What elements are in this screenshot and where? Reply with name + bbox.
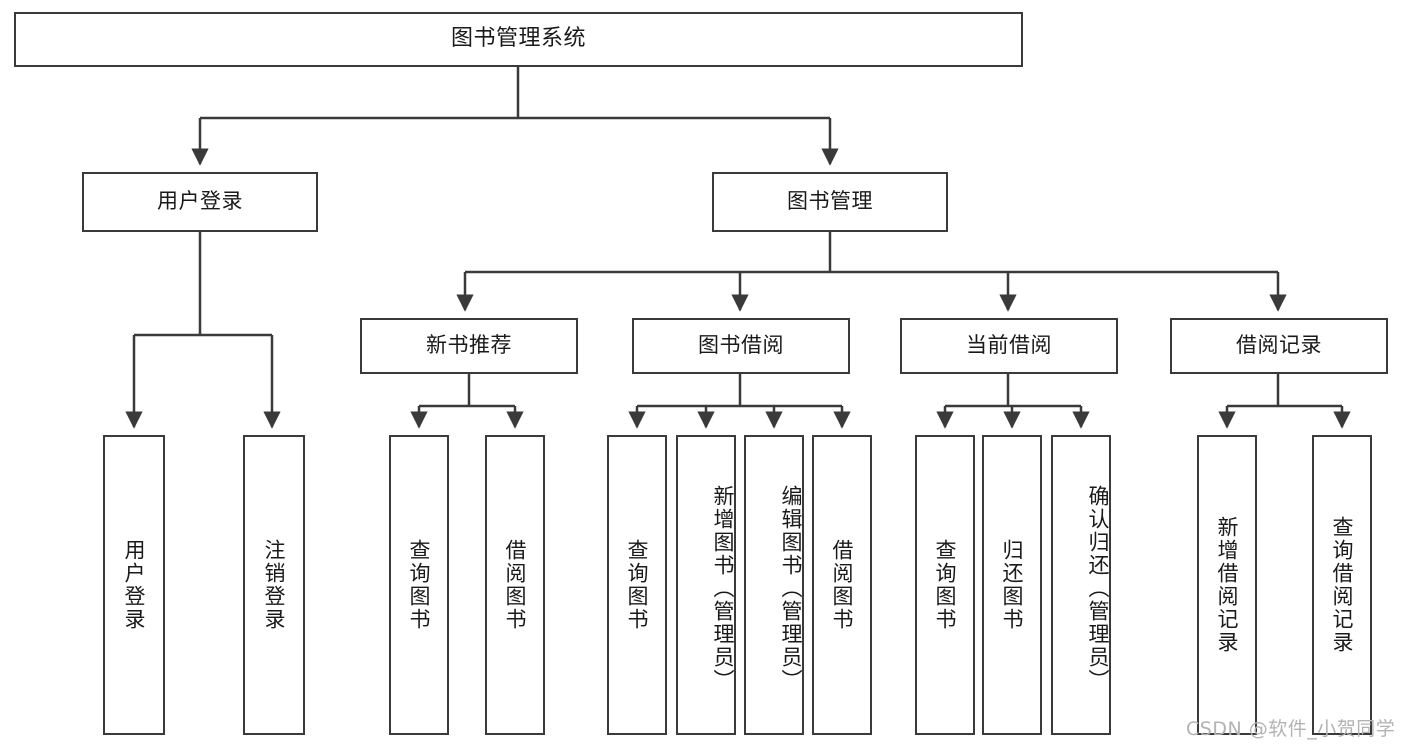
node-user-login[interactable]: 用户登录 bbox=[82, 172, 318, 232]
leaf-current-query-book[interactable]: 查询图书 bbox=[915, 435, 975, 735]
node-label: 查询图书 bbox=[407, 539, 432, 631]
node-label: 当前借阅 bbox=[966, 333, 1052, 358]
node-label: 新书推荐 bbox=[426, 333, 512, 358]
node-label: 注销登录 bbox=[262, 539, 287, 631]
node-label: 用户登录 bbox=[122, 539, 147, 631]
node-label: 借阅图书 bbox=[503, 539, 528, 631]
leaf-current-return-book[interactable]: 归还图书 bbox=[982, 435, 1042, 735]
node-label: 查询图书 bbox=[933, 539, 958, 631]
leaf-new-book-borrow[interactable]: 借阅图书 bbox=[485, 435, 545, 735]
leaf-borrow-borrow-book[interactable]: 借阅图书 bbox=[812, 435, 872, 735]
node-label: 查询借阅记录 bbox=[1330, 516, 1355, 654]
node-new-book-recommend[interactable]: 新书推荐 bbox=[360, 318, 578, 374]
node-label: 编辑图书（管理员） bbox=[779, 484, 803, 692]
node-current-borrow[interactable]: 当前借阅 bbox=[900, 318, 1118, 374]
leaf-current-confirm-return-admin[interactable]: 确认归还（管理员） bbox=[1051, 435, 1111, 735]
node-label: 新增借阅记录 bbox=[1215, 516, 1240, 654]
node-label: 确认归还（管理员） bbox=[1086, 484, 1110, 692]
node-label: 图书管理系统 bbox=[450, 26, 586, 52]
node-label: 图书借阅 bbox=[698, 333, 784, 358]
node-label: 归还图书 bbox=[1000, 539, 1025, 631]
node-book-borrow[interactable]: 图书借阅 bbox=[632, 318, 850, 374]
leaf-record-add-borrow-record[interactable]: 新增借阅记录 bbox=[1197, 435, 1257, 735]
node-label: 借阅记录 bbox=[1236, 333, 1322, 358]
leaf-borrow-edit-book-admin[interactable]: 编辑图书（管理员） bbox=[744, 435, 804, 735]
leaf-record-query-borrow-record[interactable]: 查询借阅记录 bbox=[1312, 435, 1372, 735]
node-root-book-management-system[interactable]: 图书管理系统 bbox=[14, 12, 1023, 67]
leaf-user-login-login[interactable]: 用户登录 bbox=[103, 435, 165, 735]
node-label: 用户登录 bbox=[157, 189, 243, 214]
node-label: 查询图书 bbox=[625, 539, 650, 631]
node-label: 图书管理 bbox=[787, 189, 873, 214]
watermark-text: CSDN @软件_小贺同学 bbox=[1186, 718, 1396, 740]
leaf-new-book-query[interactable]: 查询图书 bbox=[389, 435, 449, 735]
leaf-borrow-add-book-admin[interactable]: 新增图书（管理员） bbox=[676, 435, 736, 735]
node-borrow-record[interactable]: 借阅记录 bbox=[1170, 318, 1388, 374]
leaf-user-login-logout[interactable]: 注销登录 bbox=[243, 435, 305, 735]
node-book-management[interactable]: 图书管理 bbox=[712, 172, 948, 232]
node-label: 新增图书（管理员） bbox=[711, 484, 735, 692]
leaf-borrow-query-book[interactable]: 查询图书 bbox=[607, 435, 667, 735]
node-label: 借阅图书 bbox=[830, 539, 855, 631]
